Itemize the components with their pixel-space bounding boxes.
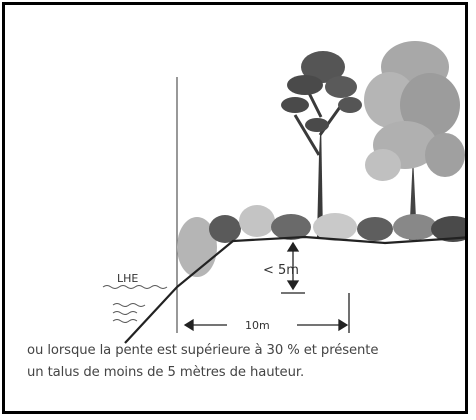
height-dimension	[281, 241, 305, 294]
distance-dimension	[183, 293, 350, 333]
bank-profile	[124, 235, 465, 344]
water-ripples	[102, 285, 168, 323]
caption-line-2: un talus de moins de 5 mètres de hauteur…	[27, 365, 305, 380]
shrubs	[177, 205, 465, 277]
riverbank-diagram: LHE < 5m 10m	[102, 41, 465, 344]
height-label: < 5m	[263, 263, 299, 278]
water-level-label: LHE	[117, 272, 138, 285]
diagram-frame: LHE < 5m 10m ou lorsque la pente est sup…	[2, 2, 468, 414]
caption: ou lorsque la pente est supérieure à 30 …	[27, 340, 465, 384]
distance-label: 10m	[245, 319, 270, 332]
tree-light	[364, 41, 465, 240]
tree-dark	[281, 51, 362, 237]
caption-line-1: ou lorsque la pente est supérieure à 30 …	[27, 343, 379, 358]
